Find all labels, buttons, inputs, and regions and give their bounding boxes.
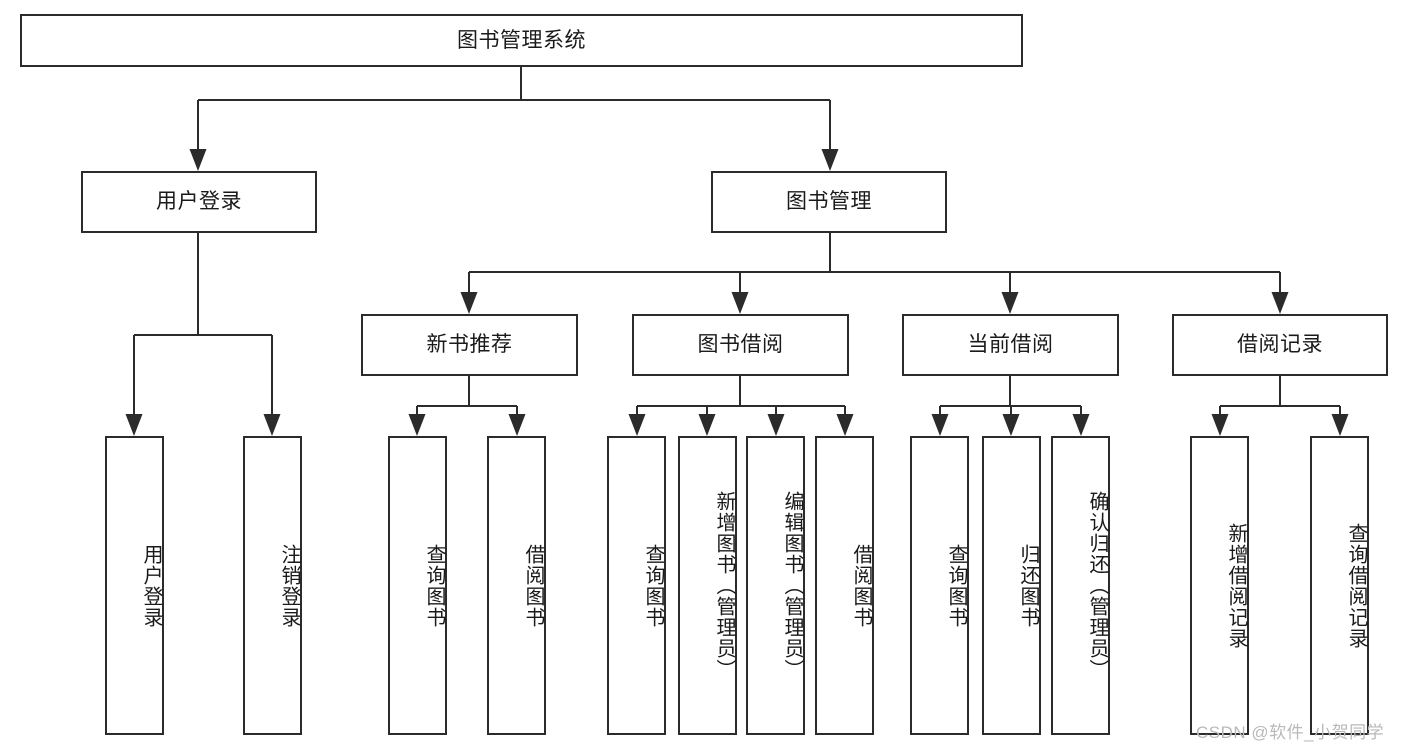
node-label-leaf-borrow-book-rec: 借阅图书 bbox=[522, 543, 544, 628]
node-leaf-user-logout[interactable]: 注销登录 bbox=[243, 436, 302, 735]
node-label-leaf-query-book-cur: 查询图书 bbox=[945, 543, 967, 628]
node-user-login[interactable]: 用户登录 bbox=[81, 171, 317, 233]
node-label-leaf-user-login: 用户登录 bbox=[140, 543, 162, 628]
node-leaf-edit-book[interactable]: 编辑图书（管理员） bbox=[746, 436, 805, 735]
node-label-book-borrow: 图书借阅 bbox=[697, 333, 784, 357]
node-label-leaf-borrow-book: 借阅图书 bbox=[850, 543, 872, 628]
node-leaf-borrow-book[interactable]: 借阅图书 bbox=[815, 436, 874, 735]
node-label-book-manage: 图书管理 bbox=[786, 190, 872, 214]
node-label-borrow-record: 借阅记录 bbox=[1237, 333, 1323, 357]
node-label-leaf-add-book: 新增图书（管理员） bbox=[713, 491, 735, 680]
node-label-leaf-edit-book: 编辑图书（管理员） bbox=[781, 491, 803, 680]
node-label-leaf-add-record: 新增借阅记录 bbox=[1225, 522, 1247, 649]
arrowhead-user-login-1 bbox=[263, 414, 281, 436]
arrowhead-root-1 bbox=[821, 149, 839, 171]
node-leaf-query-book[interactable]: 查询图书 bbox=[607, 436, 666, 735]
node-book-borrow[interactable]: 图书借阅 bbox=[632, 314, 849, 376]
arrowhead-borrow-record-0 bbox=[1211, 414, 1229, 436]
arrowhead-book-borrow-1 bbox=[698, 414, 716, 436]
node-leaf-add-record[interactable]: 新增借阅记录 bbox=[1190, 436, 1249, 735]
node-leaf-return-book[interactable]: 归还图书 bbox=[982, 436, 1041, 735]
arrowhead-book-borrow-0 bbox=[628, 414, 646, 436]
arrowhead-book-manage-0 bbox=[460, 292, 478, 314]
arrowhead-book-manage-2 bbox=[1001, 292, 1019, 314]
node-leaf-query-record[interactable]: 查询借阅记录 bbox=[1310, 436, 1369, 735]
arrowhead-book-manage-1 bbox=[731, 292, 749, 314]
node-leaf-query-book-cur[interactable]: 查询图书 bbox=[910, 436, 969, 735]
node-label-user-login: 用户登录 bbox=[156, 190, 242, 214]
node-label-leaf-query-book-rec: 查询图书 bbox=[423, 543, 445, 628]
node-label-leaf-query-book: 查询图书 bbox=[642, 543, 664, 628]
node-leaf-add-book[interactable]: 新增图书（管理员） bbox=[678, 436, 737, 735]
node-label-leaf-query-record: 查询借阅记录 bbox=[1345, 522, 1367, 649]
node-current-borrow[interactable]: 当前借阅 bbox=[902, 314, 1119, 376]
arrowhead-current-borrow-2 bbox=[1072, 414, 1090, 436]
arrowhead-new-book-recommend-0 bbox=[408, 414, 426, 436]
arrowhead-book-borrow-2 bbox=[767, 414, 785, 436]
arrowhead-book-borrow-3 bbox=[836, 414, 854, 436]
arrowhead-user-login-0 bbox=[125, 414, 143, 436]
node-label-new-book-recommend: 新书推荐 bbox=[426, 333, 513, 357]
arrowhead-book-manage-3 bbox=[1271, 292, 1289, 314]
node-label-leaf-confirm-return: 确认归还（管理员） bbox=[1086, 491, 1108, 680]
node-label-leaf-return-book: 归还图书 bbox=[1017, 543, 1039, 628]
node-label-root: 图书管理系统 bbox=[457, 28, 586, 52]
node-book-manage[interactable]: 图书管理 bbox=[711, 171, 947, 233]
node-leaf-user-login[interactable]: 用户登录 bbox=[105, 436, 164, 735]
node-label-leaf-user-logout: 注销登录 bbox=[278, 543, 300, 628]
arrowhead-current-borrow-0 bbox=[931, 414, 949, 436]
watermark-label: CSDN @软件_小贺同学 bbox=[1196, 723, 1385, 742]
node-root[interactable]: 图书管理系统 bbox=[20, 14, 1023, 67]
arrowhead-current-borrow-1 bbox=[1002, 414, 1020, 436]
node-leaf-confirm-return[interactable]: 确认归还（管理员） bbox=[1051, 436, 1110, 735]
node-borrow-record[interactable]: 借阅记录 bbox=[1172, 314, 1388, 376]
node-leaf-borrow-book-rec[interactable]: 借阅图书 bbox=[487, 436, 546, 735]
arrowhead-root-0 bbox=[189, 149, 207, 171]
arrowhead-borrow-record-1 bbox=[1331, 414, 1349, 436]
node-label-current-borrow: 当前借阅 bbox=[967, 333, 1054, 357]
node-new-book-recommend[interactable]: 新书推荐 bbox=[361, 314, 578, 376]
arrowhead-new-book-recommend-1 bbox=[508, 414, 526, 436]
node-leaf-query-book-rec[interactable]: 查询图书 bbox=[388, 436, 447, 735]
